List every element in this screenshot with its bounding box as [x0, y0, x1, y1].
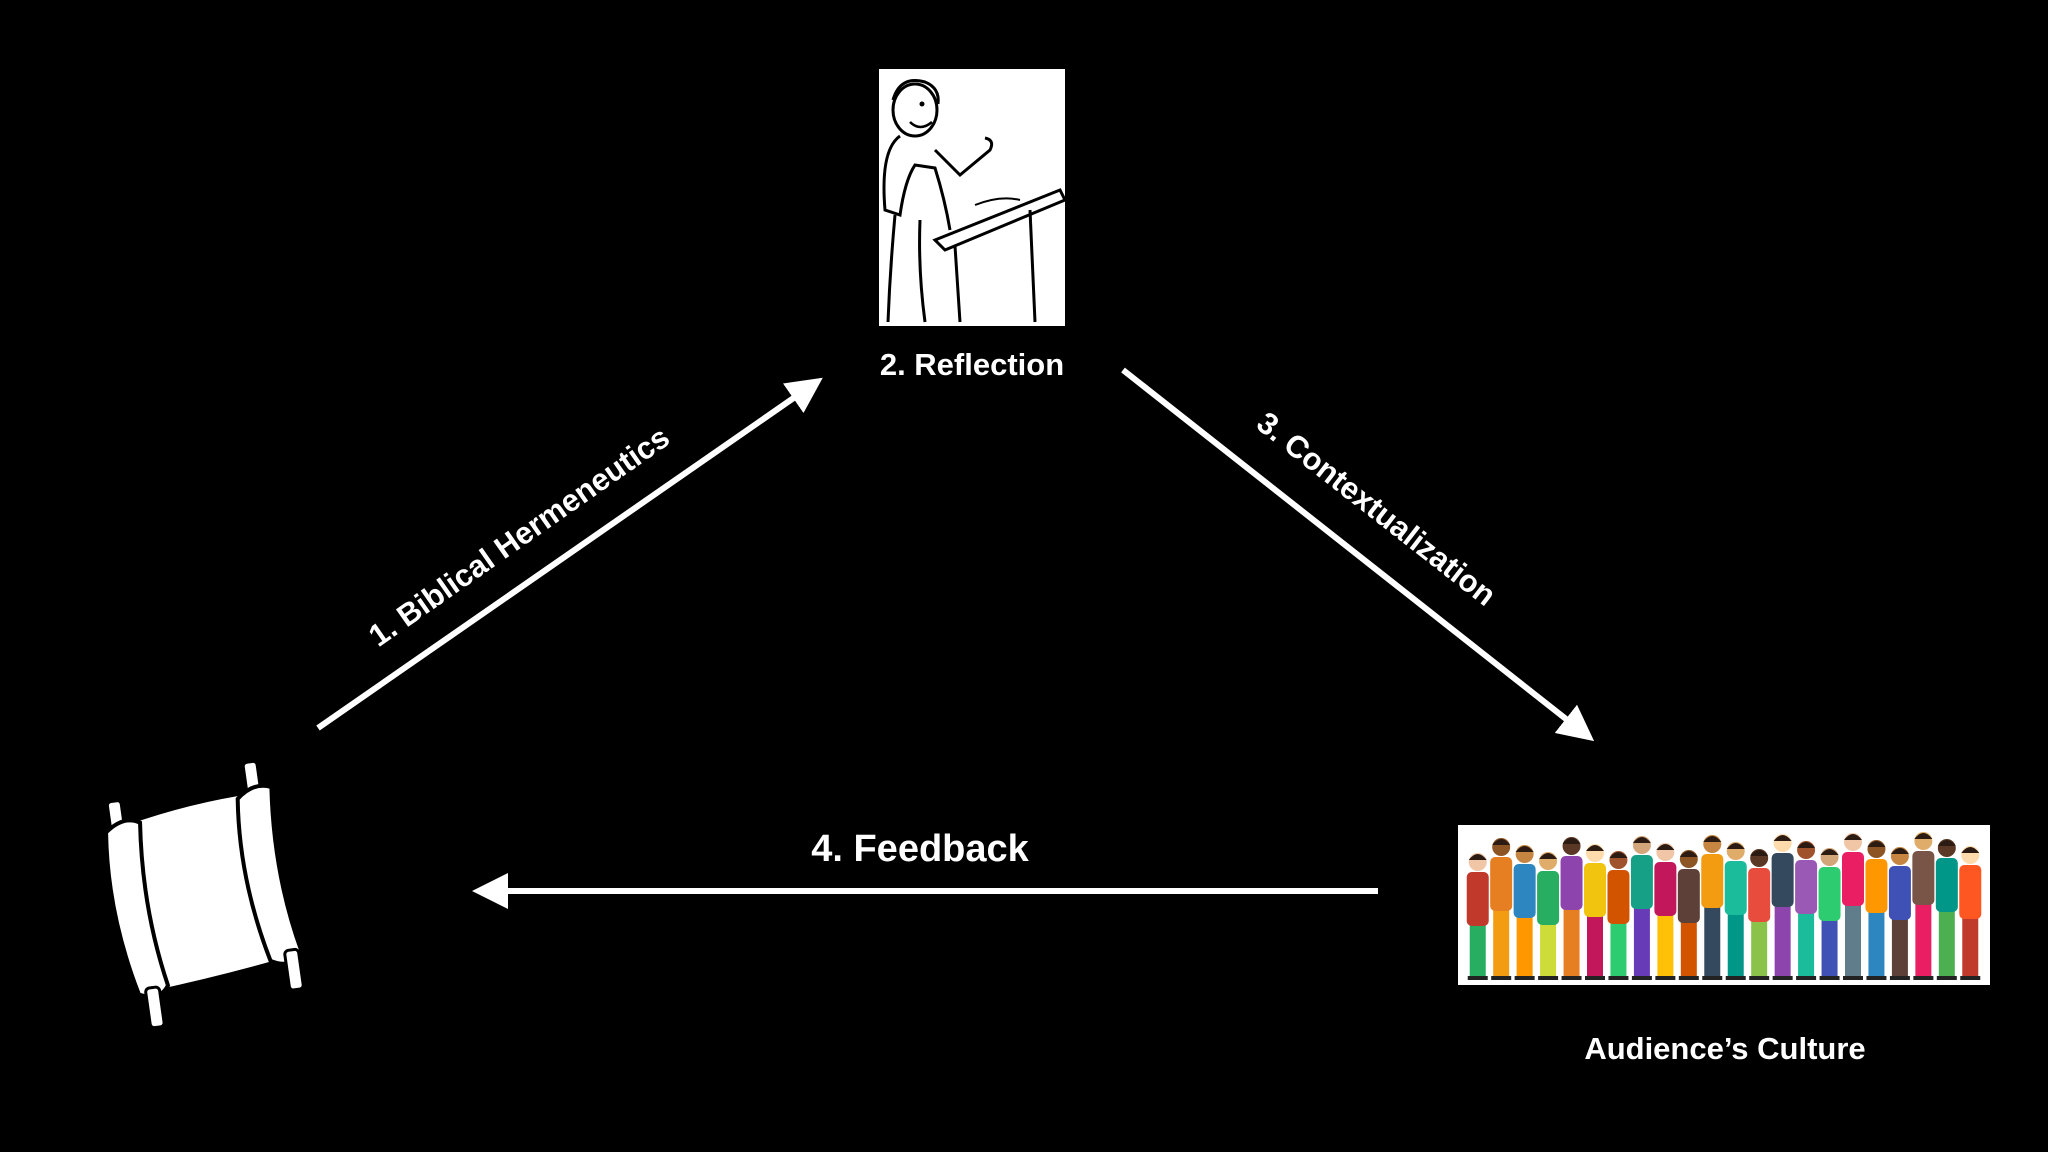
crowd-person — [1795, 841, 1818, 980]
audience-culture-label: Audience’s Culture — [1584, 1031, 1865, 1066]
preacher-at-pulpit-icon — [879, 69, 1068, 326]
crowd-person — [1560, 837, 1583, 980]
crowd-person — [1677, 850, 1700, 980]
contextualization-arrow — [1121, 367, 1595, 742]
crowd-person — [1630, 836, 1653, 980]
crowd-person — [1490, 838, 1513, 980]
crowd-person — [1771, 834, 1794, 980]
crowd-person — [1818, 848, 1841, 980]
hermeneutics-arrow — [316, 377, 823, 731]
scroll-icon — [104, 759, 305, 1030]
contextualization-label: 3. Contextualization — [1250, 405, 1502, 613]
hermeneutics-label: 1. Biblical Hermeneutics — [362, 419, 676, 653]
crowd-person — [1865, 840, 1888, 980]
crowd-person — [1607, 851, 1630, 980]
crowd-person — [1959, 846, 1982, 980]
crowd-person — [1584, 844, 1606, 980]
crowd-person — [1466, 853, 1489, 980]
crowd-person — [1724, 842, 1747, 980]
crowd-person — [1513, 845, 1536, 980]
crowd-person — [1888, 847, 1911, 980]
reflection-label: 2. Reflection — [880, 347, 1064, 382]
feedback-label: 4. Feedback — [811, 828, 1029, 870]
crowd-person — [1537, 852, 1560, 980]
crowd-person — [1654, 843, 1677, 980]
crowd-person — [1748, 849, 1771, 980]
crowd-people — [1466, 832, 1982, 980]
crowd-person — [1912, 832, 1935, 980]
crowd-person — [1842, 833, 1864, 980]
diverse-crowd-icon — [1458, 825, 1990, 985]
crowd-person — [1701, 835, 1724, 980]
crowd-person — [1935, 839, 1958, 980]
